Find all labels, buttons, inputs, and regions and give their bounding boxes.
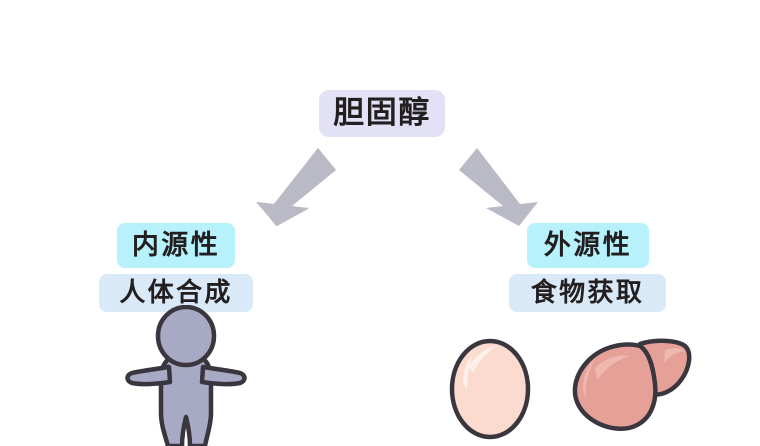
node-food-intake: 食物获取 [509,274,666,312]
node-cholesterol-title: 胆固醇 [319,90,445,137]
arrow-down-right-icon [459,148,538,226]
node-body-synthesis: 人体合成 [99,274,253,312]
egg-icon [449,338,531,440]
node-endogenous: 内源性 [117,223,235,268]
node-exogenous: 外源性 [527,223,649,268]
arrow-down-left-icon [256,148,336,226]
human-body-icon [125,305,247,446]
liver-icon [572,338,692,432]
